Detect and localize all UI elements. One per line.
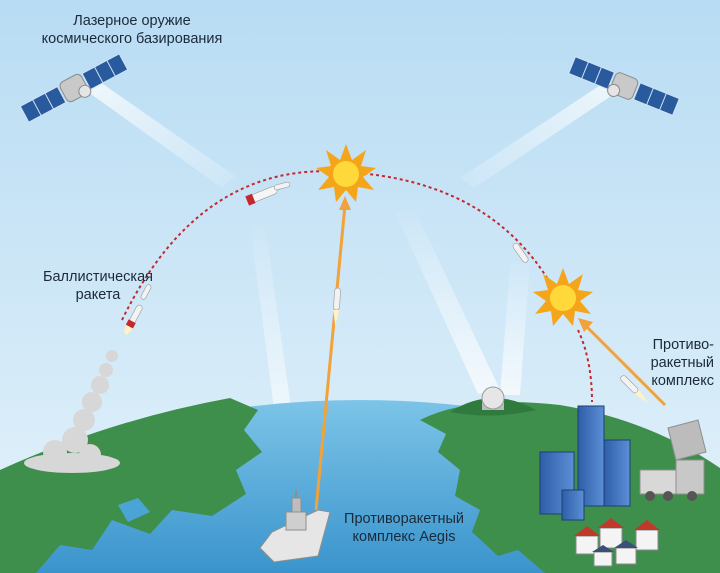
missile-icon [512, 242, 529, 263]
missile-icon [333, 287, 341, 326]
label-line: ракета [75, 287, 121, 303]
label-aegis: Противоракетный комплекс Aegis [334, 510, 474, 546]
missile-icon [620, 375, 649, 404]
missile-icon [140, 284, 152, 300]
radar-beam-1 [395, 210, 500, 394]
label-line: Баллистическая [42, 269, 154, 285]
ship-icon [259, 490, 331, 563]
radar-beam-2 [500, 262, 530, 395]
lake [118, 498, 150, 522]
land-left [0, 398, 262, 573]
label-ballistic-missile: Баллистическая ракета [28, 268, 168, 304]
missile-icon [273, 181, 291, 191]
ballistic-trajectory-tail [577, 329, 593, 403]
label-line: Противо- [652, 337, 714, 353]
label-line: Противоракетный [344, 511, 464, 527]
satellite-icon [19, 53, 129, 123]
laser-beam-right [460, 80, 620, 188]
explosion-icon [316, 144, 376, 202]
label-line: ракетный [650, 355, 714, 371]
ground-interceptor-path [578, 318, 667, 407]
label-ground-defense: Противо- ракетный комплекс [628, 336, 714, 390]
label-space-laser: Лазерное оружие космического базирования [32, 12, 232, 48]
label-line: комплекс [651, 373, 714, 389]
city-icon [539, 405, 660, 567]
label-line: Лазерное оружие [73, 13, 191, 29]
explosion-icon [533, 268, 593, 326]
laser-beam-left [88, 82, 235, 188]
launcher-truck-icon [639, 419, 707, 501]
aegis-interceptor-path [314, 196, 351, 511]
missile-icon [123, 304, 143, 335]
label-line: комплекс Aegis [352, 529, 456, 545]
satellite-icon [568, 56, 680, 116]
label-line: космического базирования [41, 31, 223, 47]
ballistic-trajectory [121, 170, 553, 321]
missile-icon [245, 186, 278, 206]
radar-dome-icon [481, 386, 505, 410]
launch-smoke [24, 350, 120, 473]
